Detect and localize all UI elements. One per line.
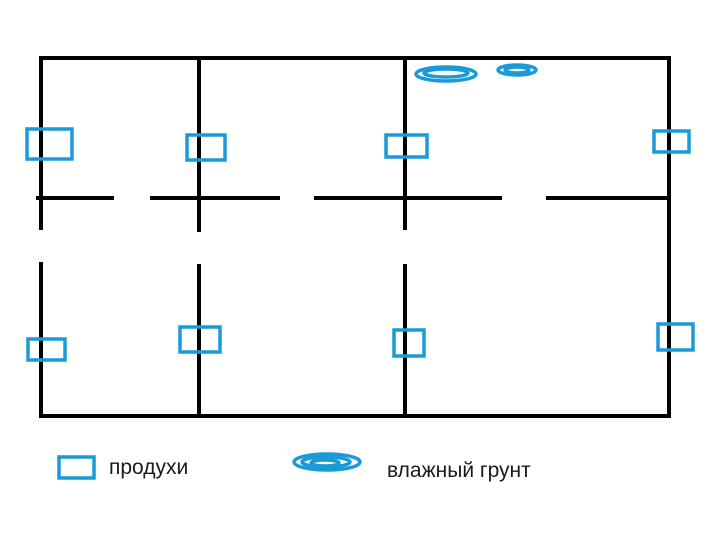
wet-soil-scribble-icon bbox=[503, 65, 531, 75]
legend-label-wet-soil: влажный грунт bbox=[387, 459, 531, 482]
legend bbox=[57, 452, 362, 480]
wet-soil-scribble-icon bbox=[292, 452, 362, 472]
vent-square-icon bbox=[57, 455, 96, 480]
vent-icon bbox=[392, 328, 426, 358]
vents bbox=[25, 127, 695, 362]
vent-icon bbox=[25, 127, 74, 161]
wet-soil-scribble-icon bbox=[496, 63, 538, 77]
wet-soil-scribble-icon bbox=[414, 65, 478, 83]
vent-icon bbox=[656, 322, 695, 352]
vent-icon bbox=[178, 325, 222, 354]
vent-icon bbox=[652, 129, 691, 154]
legend-label-vents: продухи bbox=[109, 456, 189, 479]
vent-icon bbox=[384, 133, 429, 159]
vent-icon bbox=[185, 133, 227, 162]
vent-icon bbox=[26, 337, 67, 362]
wet-soil-marks bbox=[414, 63, 538, 83]
wet-soil-scribble-icon bbox=[422, 67, 470, 79]
walls bbox=[36, 56, 671, 418]
